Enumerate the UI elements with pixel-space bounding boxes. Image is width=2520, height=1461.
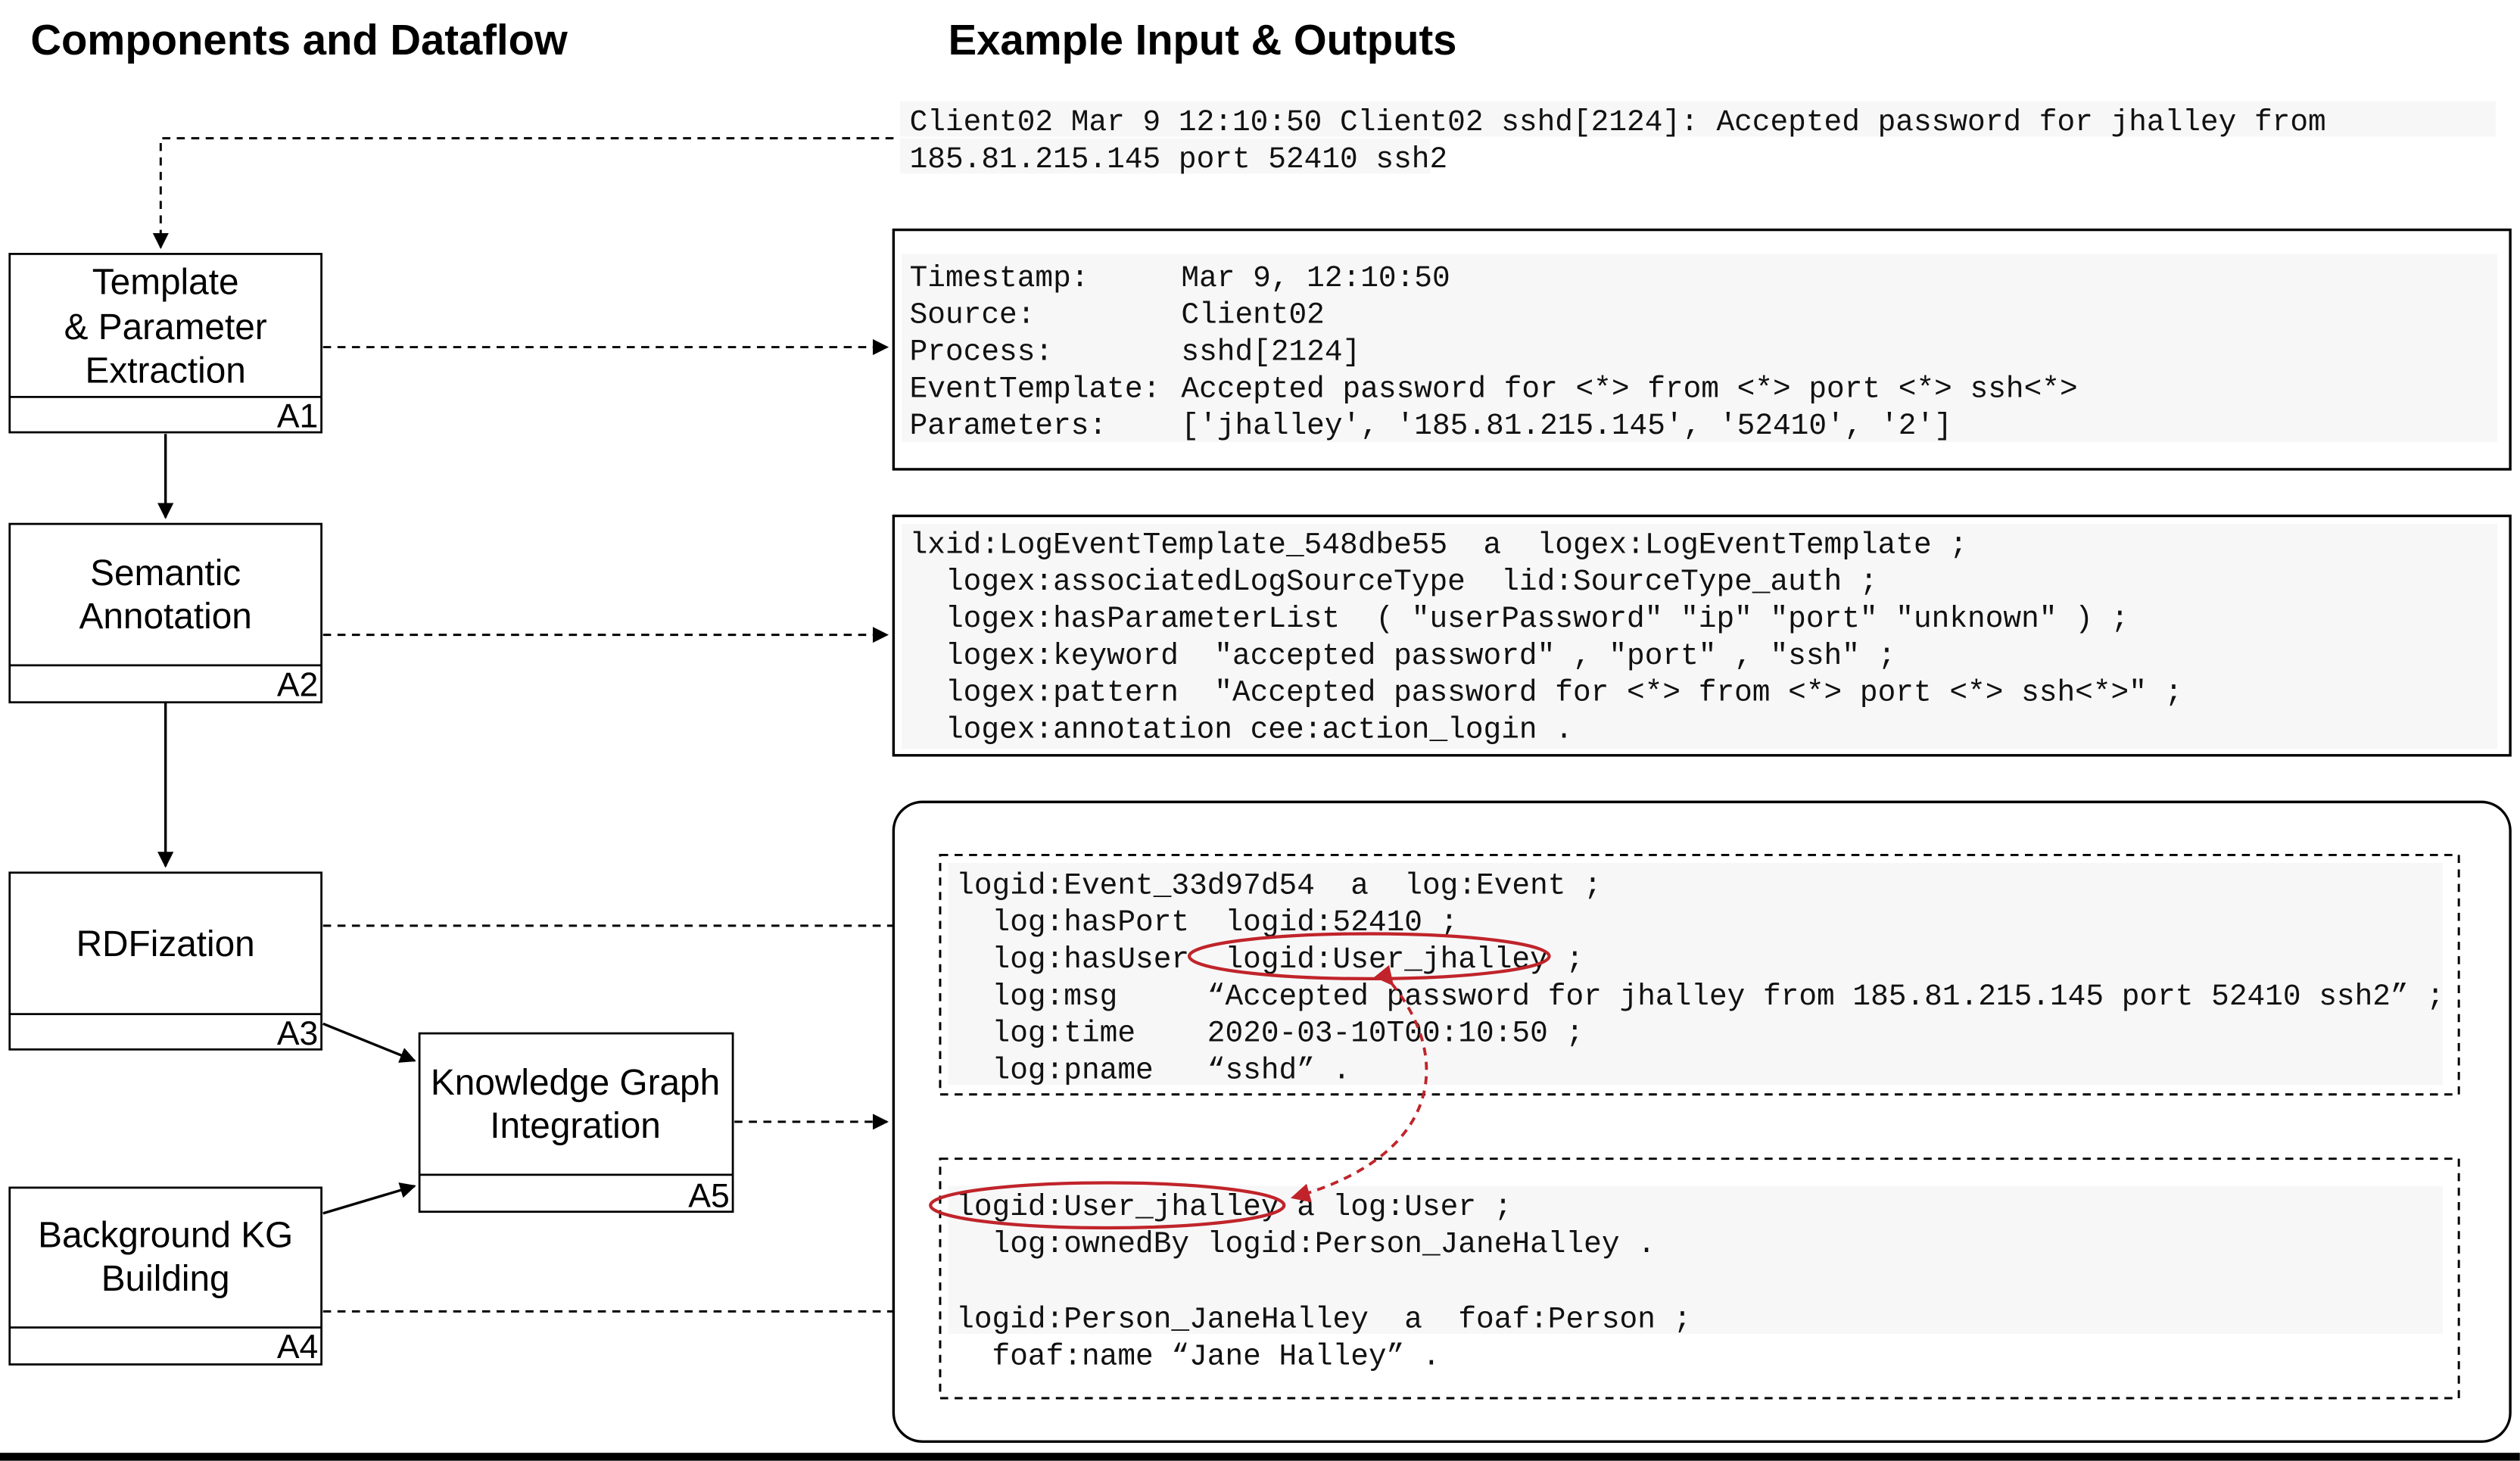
extraction-key-eventtemplate: EventTemplate: xyxy=(910,372,1161,406)
component-a2-label-line-2: Annotation xyxy=(79,597,252,637)
extraction-key-timestamp: Timestamp: xyxy=(910,261,1089,295)
event-line-5: log:time 2020-03-10T00:10:50 ; xyxy=(956,1017,1584,1051)
input-log-line-2: 185.81.215.145 port 52410 ssh2 xyxy=(910,142,1448,176)
component-a1: Template & Parameter Extraction A1 xyxy=(8,253,322,435)
component-a5-label-line-1: Knowledge Graph xyxy=(431,1063,720,1103)
annotation-line-5: logex:pattern "Accepted password for <*>… xyxy=(910,676,2183,710)
event-line-1: logid:Event_33d97d54 a log:Event ; xyxy=(956,868,1602,902)
heading-components: Components and Dataflow xyxy=(30,16,568,64)
extraction-key-process: Process: xyxy=(910,335,1053,369)
component-a1-label-line-3: Extraction xyxy=(86,350,246,391)
extraction-key-parameters: Parameters: xyxy=(910,409,1107,443)
component-a1-label-line-2: & Parameter xyxy=(64,307,267,347)
input-to-a1-arrow xyxy=(152,137,894,250)
extraction-value-source: Client02 xyxy=(1181,298,1324,332)
annotation-line-2: logex:associatedLogSourceType lid:Source… xyxy=(910,565,1878,599)
flow-arrow-a3-a5 xyxy=(322,1022,416,1063)
component-a2-label-line-1: Semantic xyxy=(90,553,241,593)
bottom-rule xyxy=(0,1453,2520,1461)
annotation-line-4: logex:keyword "accepted password" , "por… xyxy=(910,639,1896,673)
kg-output-box: logid:Event_33d97d54 a log:Event ; log:h… xyxy=(892,800,2512,1444)
annotation-line-3: logex:hasParameterList ( "userPassword" … xyxy=(910,602,2129,636)
annotation-output-box: lxid:LogEventTemplate_548dbe55 a logex:L… xyxy=(892,514,2512,757)
component-a3-label-line-1: RDFization xyxy=(76,924,255,964)
background-line-4: logid:Person_JaneHalley a foaf:Person ; xyxy=(956,1303,1691,1337)
component-a1-tag: A1 xyxy=(277,398,319,435)
input-log-block: Client02 Mar 9 12:10:50 Client02 sshd[21… xyxy=(899,101,2497,176)
component-a3: RDFization A3 xyxy=(8,871,322,1052)
background-line-1: logid:User_jhalley a log:User ; xyxy=(956,1190,1512,1224)
input-log-line-1: Client02 Mar 9 12:10:50 Client02 sshd[21… xyxy=(910,105,2326,139)
event-line-4: log:msg “Accepted password for jhalley f… xyxy=(956,980,2444,1014)
background-rdf-box: logid:User_jhalley a log:User ; log:owne… xyxy=(939,1157,2460,1400)
highlight-user-definition xyxy=(929,1181,1286,1230)
event-line-3: log:hasUser logid:User_jhalley ; xyxy=(956,942,1584,977)
entity-link-arrow xyxy=(1290,964,1428,1203)
event-line-6: log:pname “sshd” . xyxy=(956,1054,1350,1088)
extraction-output-box: Timestamp: Mar 9, 12:10:50 Source: Clien… xyxy=(892,228,2512,471)
component-a2: Semantic Annotation A2 xyxy=(8,522,322,703)
component-a2-tag: A2 xyxy=(277,666,319,703)
component-a4-label-line-1: Background KG xyxy=(38,1215,293,1255)
component-a5-label-line-2: Integration xyxy=(490,1106,661,1146)
component-a5-tag: A5 xyxy=(688,1177,730,1214)
extraction-value-eventtemplate: Accepted password for <*> from <*> port … xyxy=(1181,372,2077,406)
annotation-line-6: logex:annotation cee:action_login . xyxy=(910,712,1573,746)
component-a4-label-line-2: Building xyxy=(101,1259,230,1299)
extraction-value-timestamp: Mar 9, 12:10:50 xyxy=(1181,261,1450,295)
component-a3-tag: A3 xyxy=(277,1015,319,1052)
component-a4: Background KG Building A4 xyxy=(8,1186,322,1366)
extraction-value-process: sshd[2124] xyxy=(1181,335,1360,369)
extraction-value-parameters: ['jhalley', '185.81.215.145', '52410', '… xyxy=(1181,409,1952,443)
flow-arrow-a4-a5 xyxy=(322,1182,416,1215)
annotation-line-1: lxid:LogEventTemplate_548dbe55 a logex:L… xyxy=(910,528,1967,562)
background-line-2: log:ownedBy logid:Person_JaneHalley . xyxy=(956,1227,1656,1261)
background-line-5: foaf:name “Jane Halley” . xyxy=(956,1339,1441,1373)
extraction-key-source: Source: xyxy=(910,298,1036,332)
component-a5: Knowledge Graph Integration A5 xyxy=(418,1032,734,1214)
component-a4-tag: A4 xyxy=(277,1329,319,1366)
event-rdf-box: logid:Event_33d97d54 a log:Event ; log:h… xyxy=(939,853,2460,1096)
component-a1-label-line-1: Template xyxy=(92,263,239,303)
heading-examples: Example Input & Outputs xyxy=(949,16,1457,64)
